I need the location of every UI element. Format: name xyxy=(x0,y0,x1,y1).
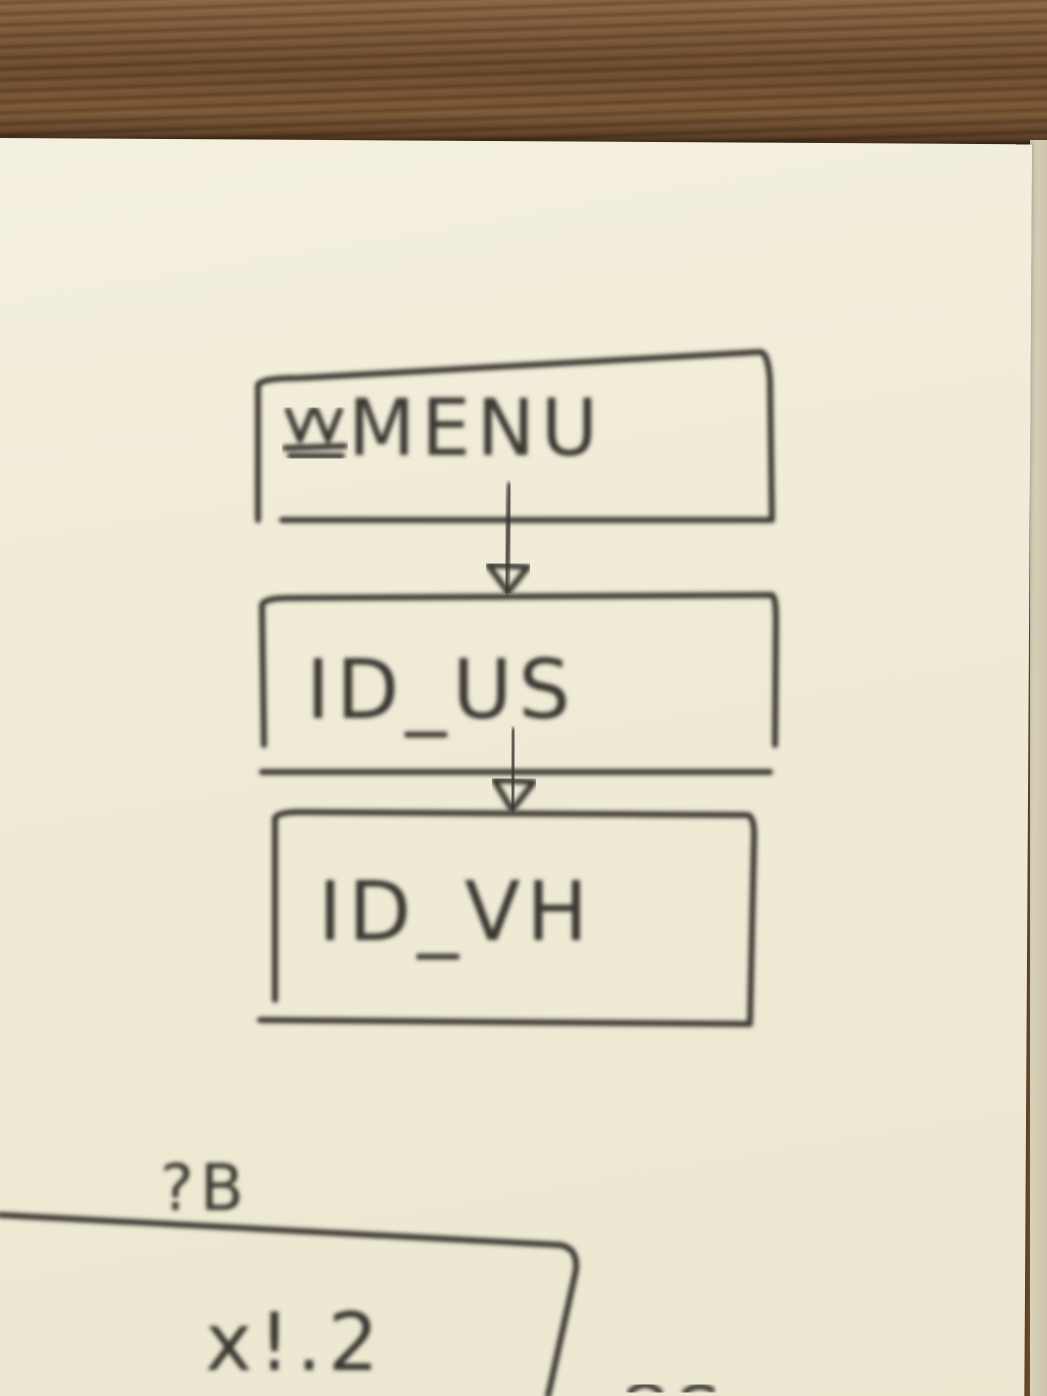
annotation-text: ?B xyxy=(160,1152,250,1226)
arrow-2 xyxy=(491,727,537,813)
wooden-table xyxy=(0,0,1047,150)
partial-text-fragment xyxy=(627,1382,715,1395)
box-label-menu: MENU xyxy=(348,384,604,474)
bottom-box-label: x!.2 xyxy=(205,1296,385,1389)
diagram-box-bottom: x!.2 xyxy=(0,1212,580,1396)
box-label-id-us: ID_US xyxy=(306,643,576,738)
box-label-id-vh: ID_VH xyxy=(318,865,594,960)
diagram-box-menu: MENU xyxy=(255,349,775,523)
diagram-box-id-us: ID_US xyxy=(259,592,779,775)
arrow-1 xyxy=(485,482,531,595)
paper-edge xyxy=(1030,140,1047,1396)
diagram-box-id-vh: ID_VH xyxy=(257,809,758,1027)
scribbled-out-text xyxy=(282,407,348,459)
